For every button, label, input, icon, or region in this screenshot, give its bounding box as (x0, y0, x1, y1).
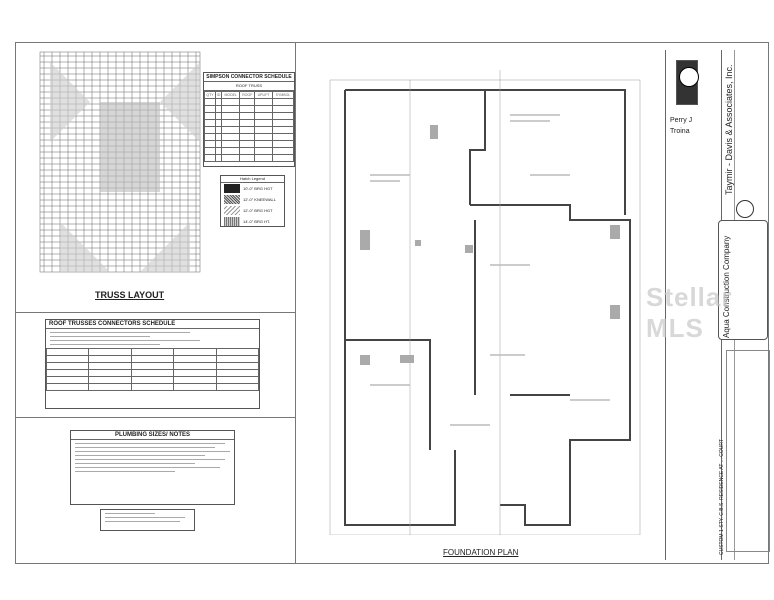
hatch-swatch-solid (224, 184, 240, 193)
plumbing-subnote (100, 509, 195, 531)
simpson-schedule-table: QTY ID MODEL ROOF UPLIFT SYMBOL (203, 91, 295, 162)
col-symbol: SYMBOL (271, 91, 295, 99)
drawing-sheet (15, 42, 769, 564)
divider (15, 417, 295, 418)
plumbing-notes: PLUMBING SIZES/ NOTES (70, 430, 235, 505)
project-name: CUSTOM 1-STY. C.B.S. RESIDENCE AT ... CO… (719, 439, 725, 555)
hatch-swatch-light (224, 206, 240, 215)
truss-layout-title: TRUSS LAYOUT (95, 290, 165, 300)
plumbing-title: PLUMBING SIZES/ NOTES (71, 431, 234, 440)
hatch-legend-item: 12'-0" KNEEWALL (243, 197, 276, 202)
firm-logo-icon (736, 200, 754, 218)
hatch-legend-item: 12'-0" BRG HGT (243, 208, 273, 213)
hatch-swatch-cross (224, 217, 240, 226)
hatch-legend-item: 10'-0" BRG HGT (243, 186, 273, 191)
divider (15, 312, 295, 313)
plan-title: FOUNDATION PLAN (443, 548, 519, 557)
title-block: Perry J Troina Taymir - Davis & Associat… (665, 50, 770, 560)
col-uplift: UPLIFT (254, 91, 273, 99)
engineer-name: Perry J Troina (670, 117, 693, 135)
watermark: Stellar MLS (646, 282, 733, 343)
simpson-schedule-title: SIMPSON CONNECTOR SCHEDULE (204, 73, 294, 82)
truss-layout-drawing (39, 51, 201, 273)
firm-name: Taymir - Davis & Associates, Inc. (724, 64, 734, 195)
hatch-swatch-diagonal (224, 195, 240, 204)
hatch-legend: Hatch Legend 10'-0" BRG HGT 12'-0" KNEEW… (220, 175, 285, 227)
hatch-legend-title: Hatch Legend (221, 176, 284, 183)
simpson-schedule-subtitle: ROOF TRUSS (204, 82, 294, 91)
foundation-plan-drawing (329, 70, 641, 535)
col-roof: ROOF (239, 91, 256, 99)
roof-schedule-title: ROOF TRUSSES CONNECTORS SCHEDULE (46, 320, 259, 329)
panel-divider (295, 42, 296, 564)
col-model: MODEL (221, 91, 241, 99)
builder-box (718, 220, 768, 340)
engineer-seal (676, 60, 699, 105)
roof-trusses-connectors-schedule: ROOF TRUSSES CONNECTORS SCHEDULE (45, 319, 260, 409)
hatch-legend-item: 14'-0" BRG HT. (243, 219, 271, 224)
left-panel: SIMPSON CONNECTOR SCHEDULE ROOF TRUSS QT… (15, 42, 295, 564)
simpson-connector-schedule: SIMPSON CONNECTOR SCHEDULE ROOF TRUSS QT… (203, 72, 295, 167)
revision-table (726, 350, 770, 552)
col-qty: QTY (203, 91, 217, 99)
